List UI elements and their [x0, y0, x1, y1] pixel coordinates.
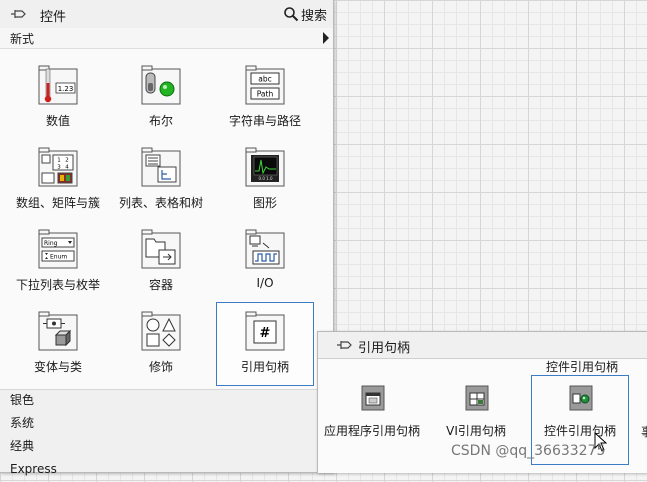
vi-refnum-icon — [465, 385, 489, 411]
style-category-list: 银色 系统 经典 Express — [0, 389, 333, 476]
tile-control-refnum[interactable]: 控件引用句柄 — [531, 375, 629, 465]
tile-label: 引用句柄 — [240, 360, 289, 374]
controls-palette: 控件 搜索 新式 1.23 数值 — [0, 0, 334, 476]
svg-text:1: 1 — [57, 158, 61, 164]
search-button[interactable]: 搜索 — [281, 5, 329, 24]
decorations-icon — [141, 311, 181, 351]
svg-text:#: # — [260, 326, 271, 341]
tile-decorations[interactable]: 修饰 — [113, 303, 209, 385]
svg-text:2: 2 — [65, 158, 69, 164]
expand-arrow-icon[interactable] — [323, 32, 329, 44]
tile-label: 变体与类 — [33, 360, 82, 374]
tile-label: 容器 — [148, 278, 173, 292]
containers-icon — [141, 229, 181, 269]
variant-class-icon — [38, 311, 78, 351]
category-label: 新式 — [10, 32, 35, 46]
tile-refnum[interactable]: # 引用句柄 — [216, 302, 314, 386]
watermark-text: CSDN @qq_36633275 — [451, 443, 606, 459]
ring-enum-icon: Ring Enum — [38, 229, 78, 269]
refnum-subpalette: 引用句柄 控件引用句柄 应用程序引用句柄 VI引用句柄 控件引用句柄 事 — [317, 331, 647, 473]
palette-title: 控件 — [40, 10, 67, 25]
tile-application-refnum[interactable]: 应用程序引用句柄 — [324, 376, 420, 464]
tile-containers[interactable]: 容器 — [113, 221, 209, 303]
svg-text:0.0 1.0: 0.0 1.0 — [259, 176, 273, 181]
tile-label: 布尔 — [148, 114, 173, 128]
mouse-cursor-icon — [594, 431, 607, 452]
palette-icon-grid: 1.23 数值 布尔 abc Path 字 — [0, 49, 333, 389]
string-path-icon: abc Path — [245, 65, 285, 105]
tile-boolean[interactable]: 布尔 — [113, 57, 209, 139]
io-icon — [245, 229, 285, 269]
tile-vi-refnum[interactable]: VI引用句柄 — [428, 376, 524, 464]
graph-icon: 0.0 1.0 — [245, 147, 285, 187]
svg-text:abc: abc — [258, 75, 271, 84]
svg-text:1.23: 1.23 — [58, 85, 74, 93]
tile-label: 列表、表格和树 — [118, 196, 203, 210]
tile-array-matrix-cluster[interactable]: 1 2 3 4 数组、矩阵与簇 — [10, 139, 106, 221]
list-item-classic[interactable]: 经典 — [10, 439, 35, 453]
tile-label: 数值 — [45, 114, 70, 128]
list-item-express[interactable]: Express — [10, 462, 57, 476]
category-modern[interactable]: 新式 — [0, 28, 333, 49]
tile-label: 字符串与路径 — [228, 114, 301, 128]
svg-text:4: 4 — [65, 165, 69, 171]
tile-label: 下拉列表与枚举 — [15, 278, 100, 292]
subpalette-titlebar[interactable]: 引用句柄 — [318, 332, 647, 359]
tile-numeric[interactable]: 1.23 数值 — [10, 57, 106, 139]
list-table-tree-icon — [141, 147, 181, 187]
tile-string-path[interactable]: abc Path 字符串与路径 — [217, 57, 313, 139]
list-item-silver[interactable]: 银色 — [10, 393, 35, 407]
tile-list-table-tree[interactable]: 列表、表格和树 — [113, 139, 209, 221]
svg-text:Enum: Enum — [50, 254, 67, 261]
hover-heading: 控件引用句柄 — [546, 360, 619, 374]
search-icon — [284, 7, 299, 22]
array-matrix-cluster-icon: 1 2 3 4 — [38, 147, 78, 187]
refnum-icon: # — [245, 311, 285, 351]
tile-label: 修饰 — [148, 360, 173, 374]
numeric-icon: 1.23 — [38, 65, 78, 105]
subpalette-title: 引用句柄 — [358, 341, 411, 356]
tile-label: I/O — [256, 276, 274, 290]
pin-icon[interactable] — [336, 339, 354, 351]
tile-label: 图形 — [252, 196, 277, 210]
svg-text:Ring: Ring — [44, 240, 58, 247]
tile-ring-enum[interactable]: Ring Enum 下拉列表与枚举 — [10, 221, 106, 303]
control-refnum-icon — [569, 385, 593, 411]
pin-icon[interactable] — [10, 8, 28, 20]
tile-label: 数组、矩阵与簇 — [15, 196, 100, 210]
svg-text:3: 3 — [57, 165, 61, 171]
boolean-icon — [141, 65, 181, 105]
tile-variant-class[interactable]: 变体与类 — [10, 303, 106, 385]
search-label: 搜索 — [300, 8, 327, 24]
svg-text:Path: Path — [257, 90, 274, 99]
tile-io[interactable]: I/O — [217, 221, 313, 303]
tile-label: 应用程序引用句柄 — [324, 424, 421, 438]
application-refnum-icon — [361, 385, 385, 411]
tile-graph[interactable]: 0.0 1.0 图形 — [217, 139, 313, 221]
list-item-system[interactable]: 系统 — [10, 416, 35, 430]
palette-titlebar[interactable]: 控件 搜索 — [0, 0, 333, 29]
tile-label: VI引用句柄 — [446, 424, 506, 438]
tile-label: 控件引用句柄 — [543, 424, 616, 438]
partial-tile-label: 事 — [641, 423, 647, 440]
